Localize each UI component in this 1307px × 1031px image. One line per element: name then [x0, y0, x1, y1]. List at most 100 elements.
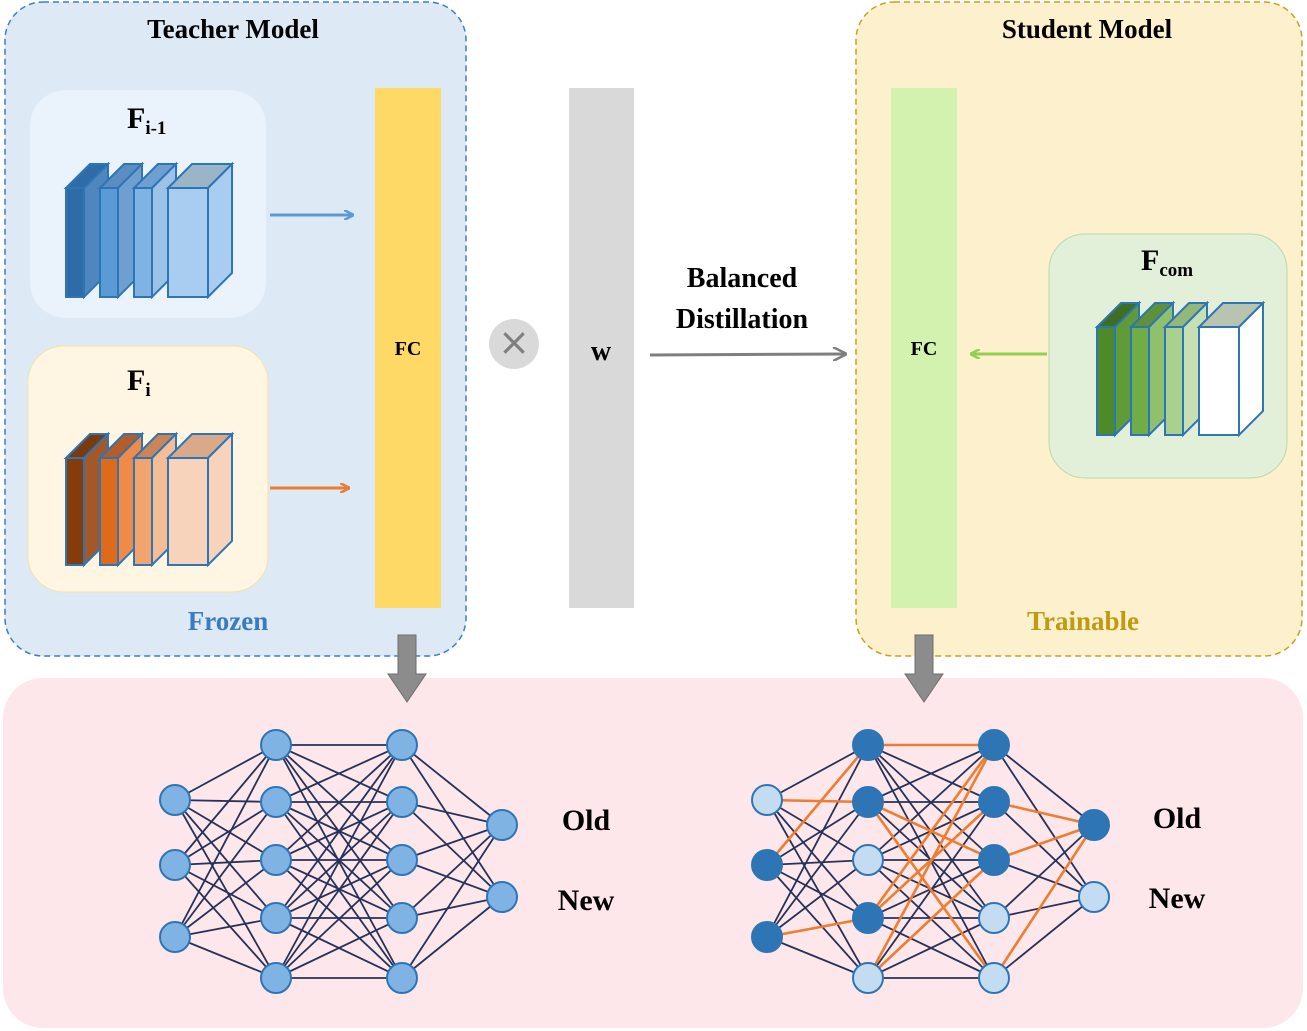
network-edge: [401, 744, 503, 826]
network-node: [159, 921, 191, 953]
student-fc-label: FC: [911, 338, 938, 360]
network-node: [978, 729, 1010, 761]
network-edge: [766, 859, 869, 866]
network-edge: [867, 744, 995, 861]
student-network: [751, 729, 1110, 994]
network-edge: [766, 799, 869, 979]
network-highlight-edge: [993, 800, 1095, 827]
feature-slab-front: [133, 457, 153, 566]
network-node: [159, 849, 191, 881]
network-edge: [993, 896, 1095, 919]
network-edge: [174, 917, 277, 938]
classifier-panel: [3, 678, 1303, 1028]
network-node: [486, 881, 518, 913]
network-node: [852, 844, 884, 876]
network-edge: [993, 859, 1095, 898]
network-edge: [174, 864, 277, 919]
multiply-symbol: ×: [498, 320, 530, 364]
network-node: [386, 844, 418, 876]
network-node: [486, 809, 518, 841]
frozen-label: Frozen: [188, 606, 268, 636]
network-node: [978, 844, 1010, 876]
teacher-fc-bar: [375, 88, 441, 608]
network-nodes: [159, 729, 518, 994]
network-edge: [401, 824, 503, 861]
network-highlight-edge: [766, 798, 869, 804]
feature-slab-front: [65, 457, 85, 566]
network-edge: [766, 744, 869, 938]
network-edge: [275, 917, 403, 979]
network-node: [1078, 881, 1110, 913]
network-node: [751, 784, 783, 816]
network-highlight-edge: [766, 916, 869, 939]
network-edge: [275, 744, 403, 861]
network-node: [852, 962, 884, 994]
network-edge: [867, 917, 995, 979]
network-edge: [993, 896, 1095, 979]
network-highlight-edges: [766, 743, 1096, 979]
network-edge: [401, 824, 503, 919]
network-edge: [766, 799, 869, 919]
teacher-old-label: Old: [562, 804, 611, 837]
feature-slab-front: [1198, 326, 1240, 436]
network-edge: [766, 799, 869, 861]
feature-com-stack: [1094, 300, 1266, 438]
feature-slab-front: [167, 187, 209, 298]
network-node: [852, 786, 884, 818]
network-edge: [174, 936, 277, 979]
distill-line1: Balanced: [687, 263, 798, 294]
feature-slab-side: [207, 431, 233, 568]
teacher-fc-label: FC: [395, 338, 422, 360]
network-edge: [766, 936, 869, 979]
network-node: [159, 784, 191, 816]
network-edge: [401, 824, 503, 979]
network-edge: [174, 801, 277, 938]
feature-slab-side: [1238, 300, 1264, 438]
network-edge: [401, 744, 503, 898]
feature-com-label: Fcom: [1141, 244, 1193, 281]
network-edge: [766, 744, 869, 801]
network-edge: [174, 859, 277, 866]
network-node: [978, 902, 1010, 934]
feature-cur-stack: [63, 431, 235, 568]
teacher-title: Teacher Model: [147, 14, 319, 44]
distill-line2: Distillation: [676, 304, 809, 335]
student-title: Student Model: [1002, 14, 1173, 44]
network-node: [852, 729, 884, 761]
network-edge: [993, 744, 1095, 826]
network-edge: [401, 801, 503, 826]
network-edge: [275, 801, 403, 979]
feature-slab-front: [1164, 326, 1184, 436]
network-node: [386, 962, 418, 994]
teacher-down-arrow: [387, 634, 427, 703]
network-node: [751, 921, 783, 953]
network-node: [260, 962, 292, 994]
feature-prev-stack: [63, 161, 235, 300]
network-highlight-edge: [866, 744, 996, 919]
student-fc-bar: [891, 88, 957, 608]
weight-bar: [569, 88, 634, 608]
network-highlight-edge: [866, 744, 996, 979]
network-edge: [993, 801, 1095, 898]
network-node: [260, 844, 292, 876]
network-edge: [174, 864, 277, 979]
network-edge: [275, 859, 403, 979]
network-edge: [174, 744, 277, 938]
network-edge: [766, 864, 869, 919]
distill-arrow: [649, 354, 845, 355]
feature-slab-side: [207, 161, 233, 300]
network-node: [386, 786, 418, 818]
network-edge: [993, 744, 1095, 898]
student-new-label: New: [1149, 882, 1206, 915]
network-edge: [174, 744, 277, 866]
feature-slab-front: [99, 187, 119, 298]
network-edge: [174, 799, 277, 919]
teacher-new-label: New: [558, 884, 615, 917]
network-highlight-edge: [993, 823, 1095, 862]
network-edge: [401, 896, 503, 919]
network-edge: [867, 744, 995, 803]
network-edge: [174, 799, 277, 803]
network-edge: [766, 864, 869, 979]
